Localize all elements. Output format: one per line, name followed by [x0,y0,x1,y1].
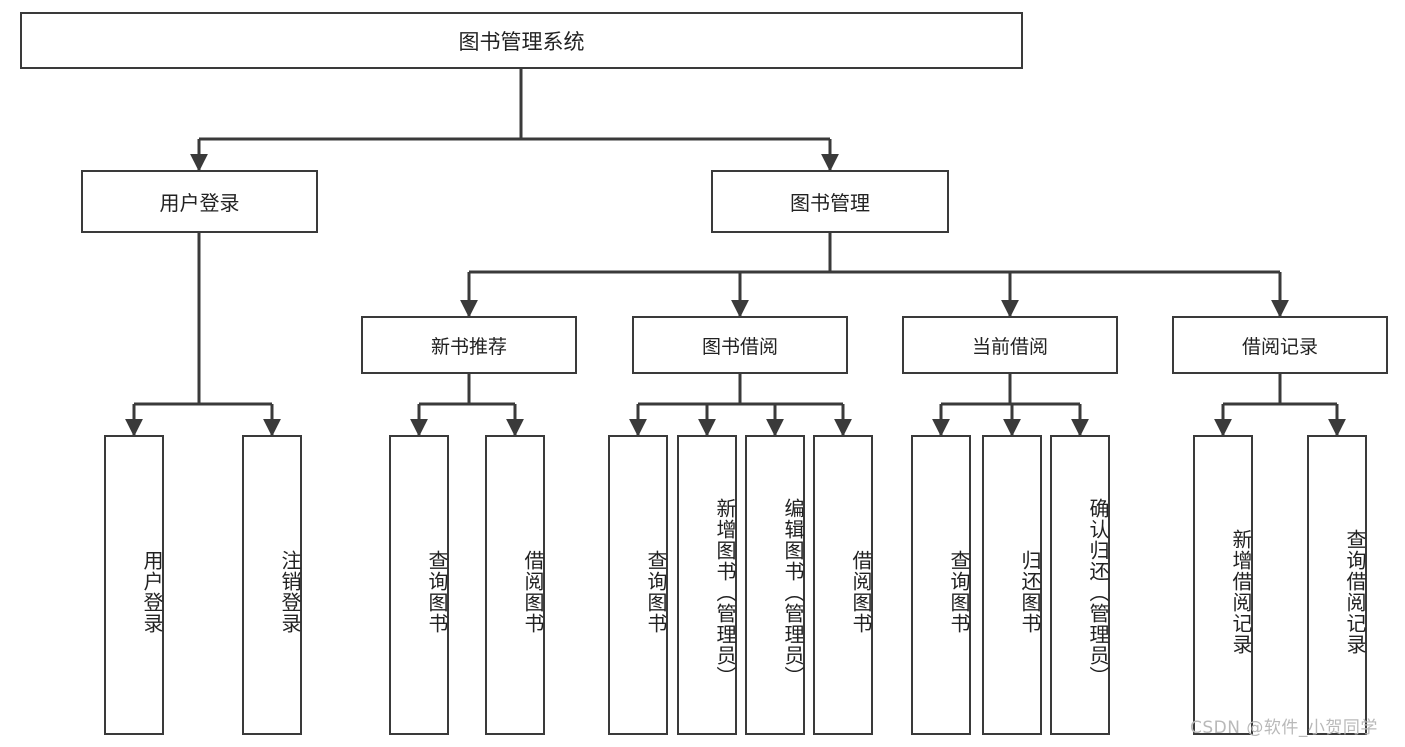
node-leaf-borrow-book-1-label: 借阅图书 [521,550,545,634]
node-new-book-recommend-label: 新书推荐 [430,335,507,358]
node-user-login-label: 用户登录 [159,191,240,215]
node-leaf-logout[interactable]: 注销登录 [242,435,302,735]
node-current-borrow-label: 当前借阅 [971,335,1048,358]
node-leaf-query-book-2[interactable]: 查询图书 [608,435,668,735]
node-leaf-confirm-return-label: 确认归还（管理员） [1086,497,1110,687]
node-leaf-user-login[interactable]: 用户登录 [104,435,164,735]
node-leaf-add-borrow-record-label: 新增借阅记录 [1229,529,1253,655]
node-leaf-confirm-return[interactable]: 确认归还（管理员） [1050,435,1110,735]
node-leaf-query-book-3[interactable]: 查询图书 [911,435,971,735]
node-root-label: 图书管理系统 [458,29,585,54]
node-leaf-logout-label: 注销登录 [278,550,302,634]
node-borrow-record-label: 借阅记录 [1241,335,1318,358]
node-leaf-query-book-3-label: 查询图书 [947,550,971,634]
node-leaf-user-login-label: 用户登录 [140,550,164,634]
node-leaf-return-book[interactable]: 归还图书 [982,435,1042,735]
node-leaf-add-borrow-record[interactable]: 新增借阅记录 [1193,435,1253,735]
node-leaf-borrow-book-2[interactable]: 借阅图书 [813,435,873,735]
node-book-management-label: 图书管理 [790,191,870,215]
node-book-borrow[interactable]: 图书借阅 [632,316,848,374]
node-book-management[interactable]: 图书管理 [711,170,949,233]
node-leaf-query-book-1-label: 查询图书 [425,550,449,634]
node-leaf-borrow-book-2-label: 借阅图书 [849,550,873,634]
node-leaf-add-book[interactable]: 新增图书（管理员） [677,435,737,735]
node-current-borrow[interactable]: 当前借阅 [902,316,1118,374]
node-leaf-add-book-label: 新增图书（管理员） [713,497,737,687]
node-leaf-edit-book-label: 编辑图书（管理员） [781,497,805,687]
node-leaf-query-book-1[interactable]: 查询图书 [389,435,449,735]
node-book-borrow-label: 图书借阅 [701,335,778,358]
node-leaf-borrow-book-1[interactable]: 借阅图书 [485,435,545,735]
node-leaf-query-book-2-label: 查询图书 [644,550,668,634]
node-leaf-edit-book[interactable]: 编辑图书（管理员） [745,435,805,735]
node-leaf-query-borrow-record[interactable]: 查询借阅记录 [1307,435,1367,735]
node-leaf-query-borrow-record-label: 查询借阅记录 [1343,529,1367,655]
node-borrow-record[interactable]: 借阅记录 [1172,316,1388,374]
node-new-book-recommend[interactable]: 新书推荐 [361,316,577,374]
node-leaf-return-book-label: 归还图书 [1018,550,1042,634]
node-user-login[interactable]: 用户登录 [81,170,318,233]
csdn-watermark: CSDN @软件_小贺同学 [1190,718,1378,738]
node-root[interactable]: 图书管理系统 [20,12,1023,69]
